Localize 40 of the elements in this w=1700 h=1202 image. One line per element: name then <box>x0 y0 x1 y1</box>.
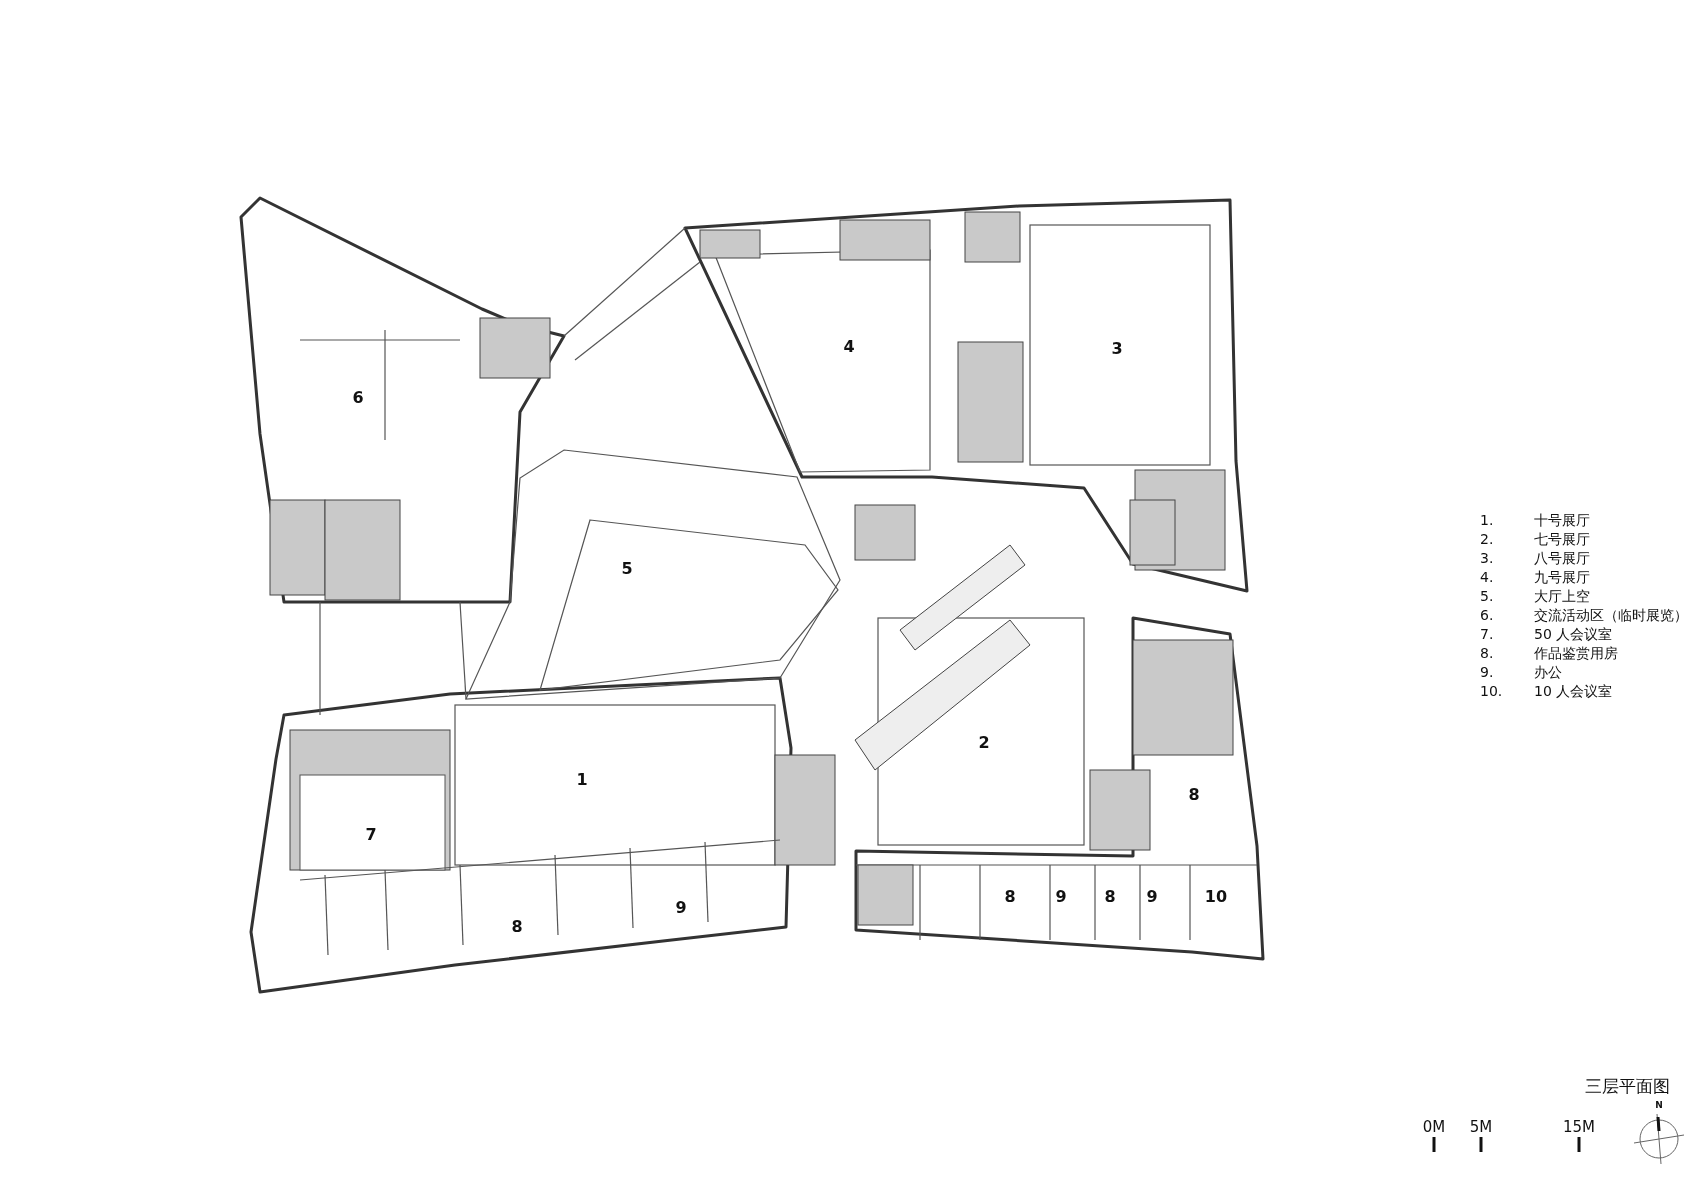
legend-text: 50 人会议室 <box>1534 627 1613 641</box>
legend-number: 6. <box>1480 608 1494 622</box>
room-number: 2 <box>978 735 990 751</box>
legend-text: 八号展厅 <box>1534 551 1590 565</box>
legend-number: 5. <box>1480 589 1494 603</box>
room-number: 4 <box>843 339 855 355</box>
room-number: 9 <box>1146 889 1158 905</box>
room-number: 9 <box>675 900 687 916</box>
legend-number: 1. <box>1480 513 1494 527</box>
legend-number: 8. <box>1480 646 1494 660</box>
legend-number: 3. <box>1480 551 1494 565</box>
room-number: 8 <box>1188 787 1200 803</box>
room-number: 5 <box>621 561 633 577</box>
legend-number: 4. <box>1480 570 1494 584</box>
legend-text: 10 人会议室 <box>1534 684 1613 698</box>
legend-text: 办公 <box>1534 665 1562 679</box>
legend-text: 十号展厅 <box>1534 513 1590 527</box>
legend-number: 10. <box>1480 684 1503 698</box>
room-number: 8 <box>1104 889 1116 905</box>
scale-label: 5M <box>1469 1119 1493 1135</box>
legend-number: 9. <box>1480 665 1494 679</box>
scale-label: 15M <box>1563 1119 1595 1135</box>
legend-text: 交流活动区（临时展览） <box>1534 608 1688 622</box>
drawing-title: 三层平面图 <box>1585 1078 1670 1095</box>
legend-text: 七号展厅 <box>1534 532 1590 546</box>
north-label: N <box>1655 1100 1663 1110</box>
legend-number: 2. <box>1480 532 1494 546</box>
legend-text: 作品鉴赏用房 <box>1534 646 1618 660</box>
room-number: 3 <box>1111 341 1123 357</box>
scale-label: 0M <box>1422 1119 1446 1135</box>
room-number: 6 <box>352 390 364 406</box>
room-number: 1 <box>576 772 588 788</box>
room-number: 8 <box>511 919 523 935</box>
legend-text: 九号展厅 <box>1534 570 1590 584</box>
legend-text: 大厅上空 <box>1534 589 1590 603</box>
room-number: 7 <box>365 827 377 843</box>
room-number: 8 <box>1004 889 1016 905</box>
room-number: 9 <box>1055 889 1067 905</box>
legend-number: 7. <box>1480 627 1494 641</box>
room-number: 10 <box>1204 889 1228 905</box>
